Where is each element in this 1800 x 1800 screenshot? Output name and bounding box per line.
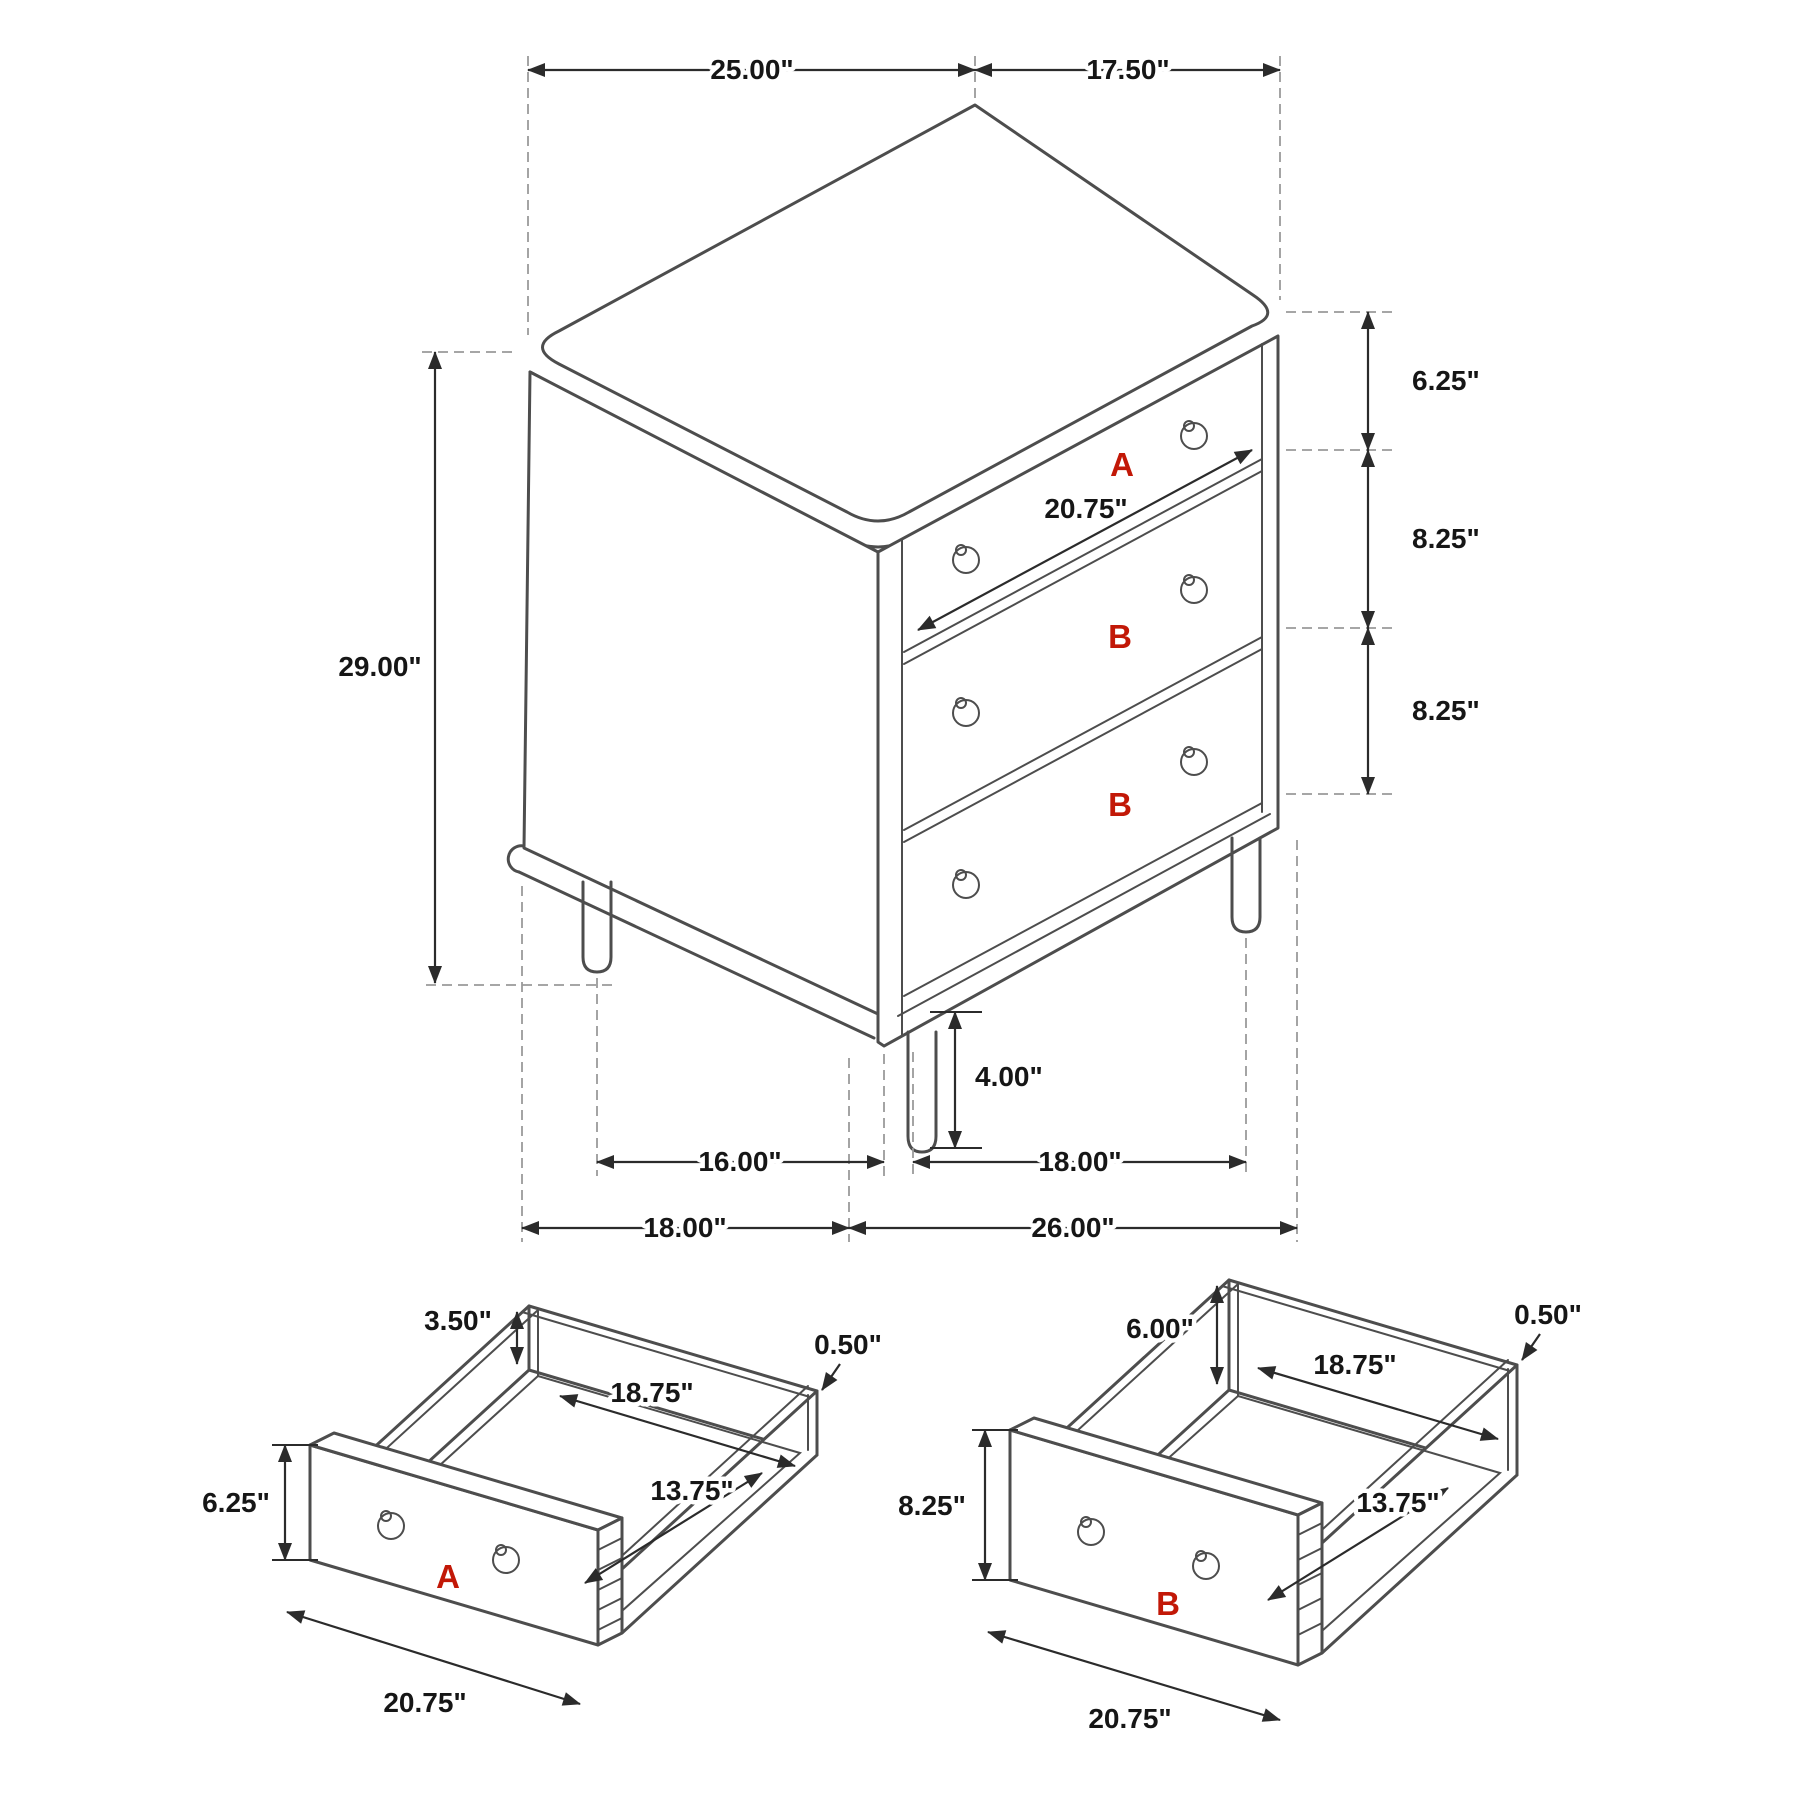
dim-line-b-front-width — [987, 1630, 1281, 1722]
base-rail-front — [897, 813, 1271, 1017]
dim-label-top-drawer-height: 6.25" — [1412, 365, 1480, 396]
drawer-a-letter: A — [436, 1558, 460, 1595]
dim-label-base-width: 26.00" — [1031, 1212, 1114, 1243]
dim-label-a-front-height: 6.25" — [202, 1487, 270, 1518]
drawer-knob — [492, 1544, 520, 1574]
base-rail-cap — [506, 844, 526, 874]
drawer-knob — [377, 1510, 405, 1540]
drawer-a-inner-rim — [521, 1311, 811, 1398]
dim-line-drawer-width — [917, 449, 1253, 631]
right-leg — [1230, 836, 1262, 934]
dim-line-a-wall-thickness — [821, 1363, 841, 1391]
dim-label-base-depth: 18.00" — [643, 1212, 726, 1243]
dim-label-drawer-width: 20.75" — [1044, 493, 1127, 524]
chest-top-face — [541, 103, 1270, 523]
dim-line-a-front-width — [286, 1610, 581, 1706]
dim-label-b-back-height: 6.00" — [1126, 1313, 1194, 1344]
drawer-a-detail: A 3.50" 18.75" 0.50" 6.25" 13.75" 20.75" — [198, 1301, 887, 1723]
dim-tick — [972, 1429, 1018, 1581]
dim-line-b-inner-width — [1257, 1366, 1499, 1441]
dim-line-b-wall-thickness — [1521, 1333, 1541, 1361]
dim-label-a-inner-depth: 13.75" — [650, 1475, 733, 1506]
front-leg — [906, 1030, 938, 1154]
dim-label-b-inner-depth: 13.75" — [1356, 1487, 1439, 1518]
dim-label-leg-height: 4.00" — [975, 1061, 1043, 1092]
dim-label-a-back-height: 3.50" — [424, 1305, 492, 1336]
dim-line-b-inner-depth — [1267, 1487, 1449, 1601]
dim-label-side-leg-span: 18.00" — [1038, 1146, 1121, 1177]
drawer-knob — [1192, 1550, 1220, 1580]
main-drawer-letter-b1: B — [1108, 618, 1132, 655]
dim-label-a-wall-thickness: 0.50" — [814, 1329, 882, 1360]
drawer-knob — [1180, 746, 1208, 776]
drawer-knob — [1180, 420, 1208, 450]
left-leg — [581, 880, 613, 974]
drawer-b-letter: B — [1156, 1585, 1180, 1622]
dim-label-b-wall-thickness: 0.50" — [1514, 1299, 1582, 1330]
drawer-knob — [952, 697, 980, 727]
drawer-a-panel-end-cap — [596, 1516, 624, 1647]
dim-line-a-inner-depth — [584, 1472, 763, 1584]
main-drawer-letter-a: A — [1110, 446, 1134, 483]
drawer-bottom-line — [903, 802, 1263, 997]
dim-label-b-inner-width: 18.75" — [1313, 1349, 1396, 1380]
dim-label-a-front-width: 20.75" — [383, 1687, 466, 1718]
drawer-b-inner-rim — [1221, 1285, 1511, 1372]
drawer-knob — [952, 869, 980, 899]
dim-label-top-width: 25.00" — [710, 54, 793, 85]
drawer-knob — [1077, 1516, 1105, 1546]
dim-label-b-front-width: 20.75" — [1088, 1703, 1171, 1734]
dim-label-front-leg-span: 16.00" — [698, 1146, 781, 1177]
dim-line-a-inner-width — [559, 1394, 796, 1468]
base-rail-side — [517, 870, 876, 1040]
drawer-b-detail: B 6.00" 18.75" 0.50" 8.25" 13.75" 20.75" — [894, 1278, 1586, 1739]
dim-label-b-front-height: 8.25" — [898, 1490, 966, 1521]
main-view: A B B 25.00" 17. — [334, 50, 1484, 1248]
drawer-divider-2 — [903, 636, 1263, 831]
dim-tick — [272, 1444, 318, 1561]
dim-label-top-depth: 17.50" — [1086, 54, 1169, 85]
dim-label-bottom-drawer-height: 8.25" — [1412, 695, 1480, 726]
dim-label-middle-drawer-height: 8.25" — [1412, 523, 1480, 554]
drawer-divider-2b — [903, 648, 1263, 843]
dim-label-overall-height: 29.00" — [338, 651, 421, 682]
main-drawer-letter-b2: B — [1108, 786, 1132, 823]
dim-label-a-inner-width: 18.75" — [610, 1377, 693, 1408]
